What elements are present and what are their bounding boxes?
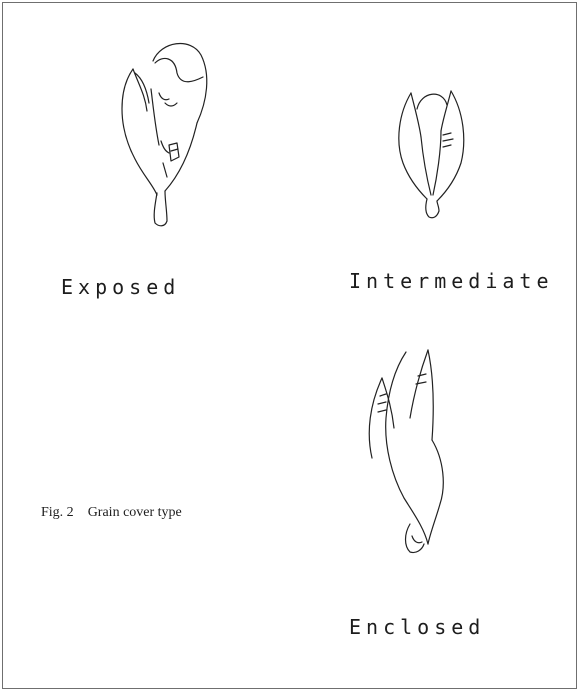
figure-number: Fig. 2 [41, 505, 74, 520]
figure-caption: Fig. 2 Grain cover type [27, 489, 182, 537]
exposed-grain-illustration [103, 33, 223, 233]
enclosed-label: Enclosed [349, 615, 485, 639]
enclosed-grain-illustration [348, 348, 458, 568]
intermediate-grain-illustration [381, 83, 481, 233]
intermediate-label: Intermediate [349, 269, 554, 293]
exposed-label: Exposed [61, 275, 180, 299]
figure-caption-text: Grain cover type [88, 505, 182, 520]
